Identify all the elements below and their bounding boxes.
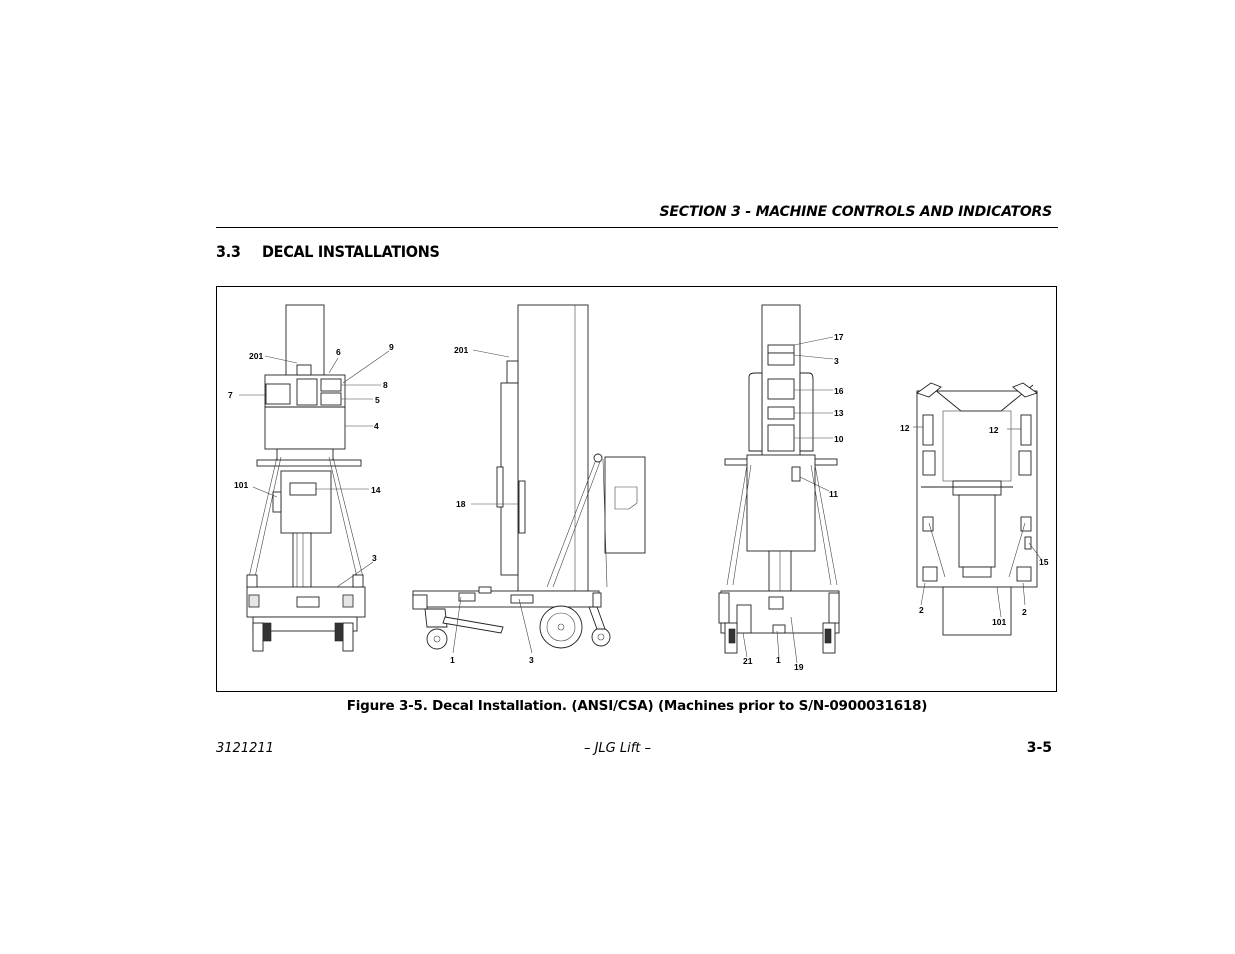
callout-side-18: 18	[456, 499, 466, 509]
callout-rear-17: 17	[834, 332, 844, 342]
callout-side-1: 1	[450, 655, 455, 665]
callout-front-5: 5	[375, 395, 380, 405]
footer-center-text: – JLG Lift –	[583, 741, 652, 756]
figure-caption: Figure 3-5. Decal Installation. (ANSI/CS…	[346, 698, 928, 714]
leader-lines	[239, 336, 1042, 664]
callout-front-14: 14	[371, 485, 381, 495]
callout-rear-11: 11	[829, 489, 838, 499]
callout-front-101: 101	[234, 480, 248, 490]
decal-installation-drawing: 201 6 9 7 8 5 4 101 14 3 201 18 1 3 17 3…	[228, 304, 1049, 672]
callout-top-2-left: 2	[919, 605, 924, 615]
callout-rear-13: 13	[834, 408, 844, 418]
callout-top-12-right: 12	[989, 425, 999, 435]
callout-rear-16: 16	[834, 386, 844, 396]
callout-front-201: 201	[249, 351, 263, 361]
rear-view-drawing	[718, 304, 840, 654]
header-title: SECTION 3 - MACHINE CONTROLS AND INDICAT…	[659, 204, 1053, 220]
footer-doc-number: 3121211	[216, 741, 274, 756]
callout-rear-3: 3	[834, 356, 839, 366]
callout-top-2-right: 2	[1022, 607, 1027, 617]
callout-top-15: 15	[1039, 557, 1049, 567]
callout-front-9: 9	[389, 342, 394, 352]
callout-top-12-left: 12	[900, 423, 910, 433]
callout-side-3: 3	[529, 655, 534, 665]
section-heading: 3.3 DECAL INSTALLATIONS	[216, 242, 440, 261]
callout-rear-10: 10	[834, 434, 844, 444]
callout-rear-19: 19	[794, 662, 804, 672]
figure-box: 201 6 9 7 8 5 4 101 14 3 201 18 1 3 17 3…	[216, 286, 1057, 692]
callout-front-4: 4	[374, 421, 379, 431]
callout-front-3: 3	[372, 553, 377, 563]
callout-rear-1: 1	[776, 655, 781, 665]
side-view-drawing	[412, 304, 646, 650]
page-header: SECTION 3 - MACHINE CONTROLS AND INDICAT…	[216, 203, 1058, 228]
section-title: DECAL INSTALLATIONS	[262, 242, 440, 261]
callout-front-7: 7	[228, 390, 233, 400]
footer-page-number: 3-5	[1026, 740, 1052, 756]
callout-top-101: 101	[992, 617, 1006, 627]
callout-side-201: 201	[454, 345, 468, 355]
callout-front-6: 6	[336, 347, 341, 357]
callout-rear-21: 21	[743, 656, 753, 666]
callout-front-8: 8	[383, 380, 388, 390]
top-view-drawing	[916, 382, 1038, 636]
front-view-drawing	[246, 304, 366, 652]
section-number: 3.3	[216, 242, 241, 261]
